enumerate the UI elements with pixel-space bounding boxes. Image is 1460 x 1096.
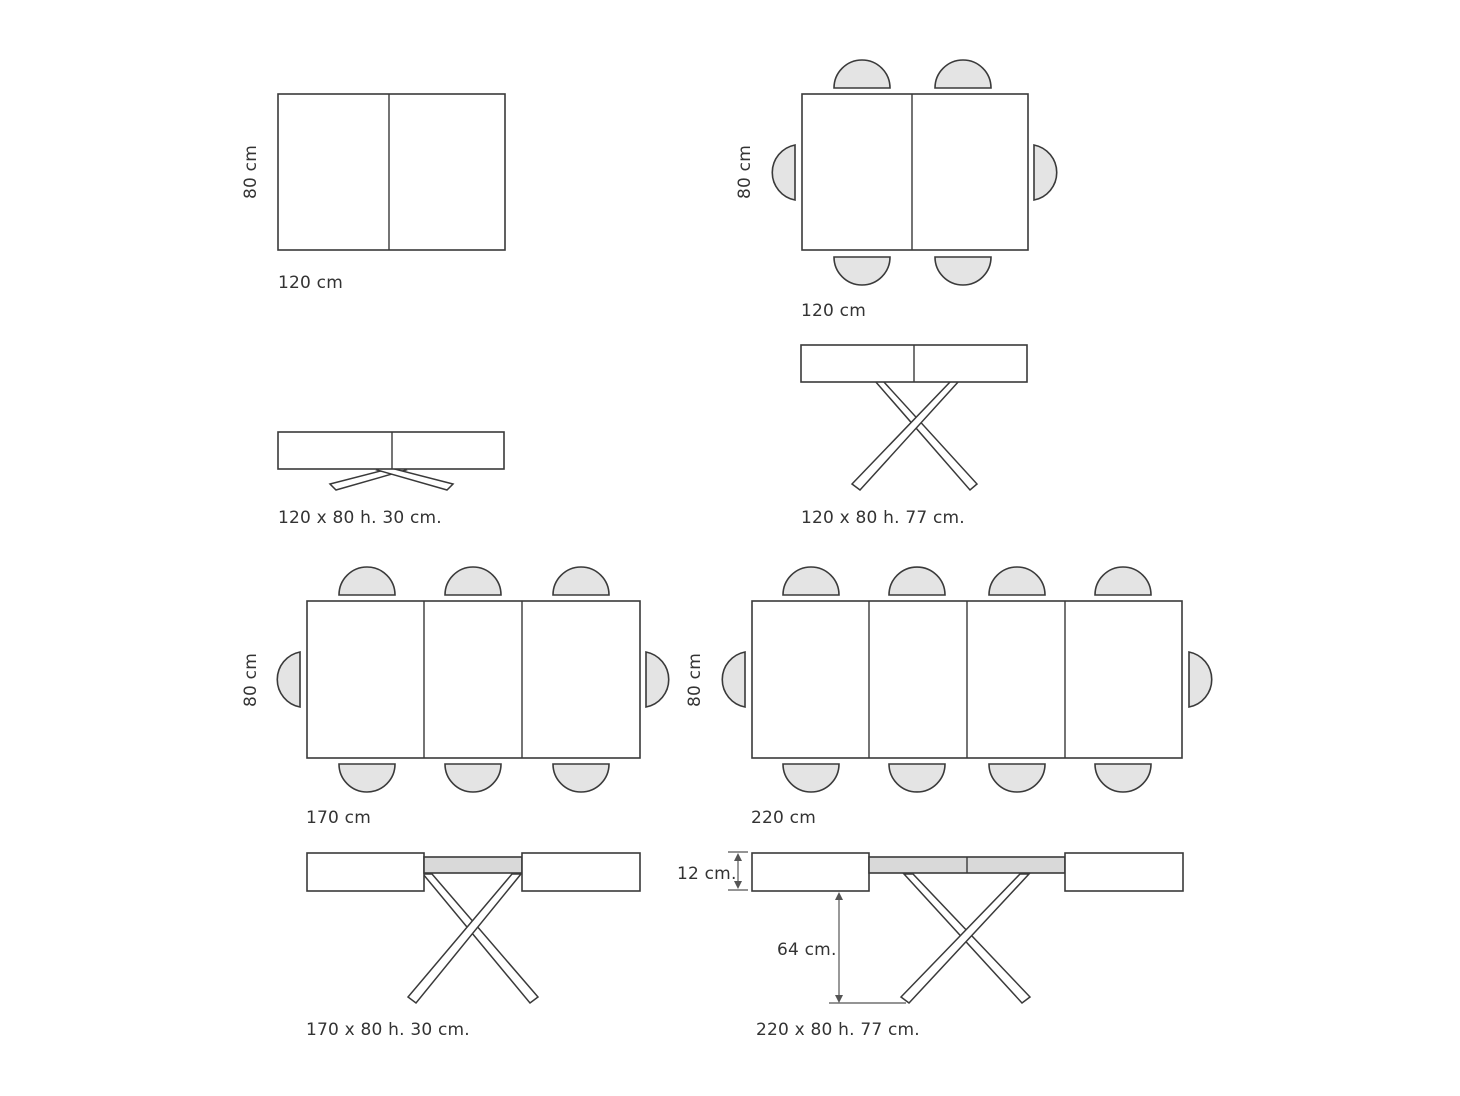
tabletop bbox=[277, 93, 506, 251]
extended-170-side-view: 170 x 80 h. 30 cm. bbox=[306, 852, 641, 1040]
chair-icon bbox=[338, 566, 396, 596]
spec-label: 120 x 80 h. 30 cm. bbox=[278, 508, 442, 528]
table-leg bbox=[375, 465, 455, 491]
table-leg bbox=[850, 380, 961, 492]
spec-label: 120 x 80 h. 77 cm. bbox=[801, 508, 965, 528]
chair-icon bbox=[833, 59, 891, 89]
tabletop-side bbox=[1064, 852, 1184, 892]
chair-icon bbox=[1033, 144, 1058, 201]
chair-icon bbox=[782, 763, 840, 793]
table-leg bbox=[421, 873, 540, 1005]
chair-icon bbox=[934, 256, 992, 286]
table-leg bbox=[873, 380, 979, 492]
closed-table-top-view: 80 cm 120 cm bbox=[241, 93, 506, 293]
chair-icon bbox=[833, 256, 891, 286]
chair-icon bbox=[338, 763, 396, 793]
arrow-up-icon bbox=[835, 892, 843, 900]
tabletop bbox=[801, 93, 1029, 251]
chair-icon bbox=[888, 763, 946, 793]
closed-table-low-side-view: 120 x 80 h. 30 cm. bbox=[277, 431, 505, 528]
chair-icon bbox=[645, 651, 670, 708]
thickness-dimension: 12 cm. bbox=[677, 851, 748, 891]
depth-label: 80 cm bbox=[241, 653, 261, 707]
tabletop-side bbox=[751, 852, 870, 892]
arrow-up-icon bbox=[734, 853, 742, 861]
table-leg bbox=[406, 873, 523, 1005]
width-label: 120 cm bbox=[801, 301, 866, 321]
chair-icon bbox=[1094, 763, 1152, 793]
chair-icon bbox=[934, 59, 992, 89]
chair-icon bbox=[988, 763, 1046, 793]
spec-label: 220 x 80 h. 77 cm. bbox=[756, 1020, 920, 1040]
width-label: 170 cm bbox=[306, 808, 371, 828]
chair-icon bbox=[1094, 566, 1152, 596]
chair-icon bbox=[552, 566, 610, 596]
arrow-down-icon bbox=[835, 995, 843, 1003]
table-leg bbox=[899, 873, 1031, 1005]
closed-table-with-chairs-top-view: 80 cm 120 cm bbox=[735, 59, 1058, 321]
width-label: 120 cm bbox=[278, 273, 343, 293]
depth-label: 80 cm bbox=[685, 653, 705, 707]
width-label: 220 cm bbox=[751, 808, 816, 828]
chair-icon bbox=[771, 144, 796, 201]
tabletop bbox=[306, 600, 641, 759]
chair-icon bbox=[444, 763, 502, 793]
dimension-label: 64 cm. bbox=[777, 940, 837, 960]
chair-icon bbox=[782, 566, 840, 596]
chair-icon bbox=[276, 651, 301, 708]
chair-icon bbox=[444, 566, 502, 596]
arrow-down-icon bbox=[734, 881, 742, 889]
chair-icon bbox=[721, 651, 746, 708]
dimension-label: 12 cm. bbox=[677, 864, 737, 884]
spec-label: 170 x 80 h. 30 cm. bbox=[306, 1020, 470, 1040]
depth-label: 80 cm bbox=[735, 145, 755, 199]
extended-220-side-view: 12 cm. 64 cm. 220 x 80 h. 77 cm. bbox=[677, 851, 1184, 1040]
leg-height-dimension: 64 cm. bbox=[777, 892, 906, 1004]
chair-icon bbox=[988, 566, 1046, 596]
extended-170-top-view: 80 cm 170 cm bbox=[241, 566, 670, 828]
depth-label: 80 cm bbox=[241, 145, 261, 199]
tabletop-side bbox=[521, 852, 641, 892]
chair-icon bbox=[552, 763, 610, 793]
tabletop-side bbox=[306, 852, 425, 892]
closed-table-high-side-view: 120 x 80 h. 77 cm. bbox=[800, 344, 1028, 528]
extension-leaf bbox=[423, 856, 523, 874]
extended-220-top-view: 80 cm 220 cm bbox=[685, 566, 1213, 828]
chair-icon bbox=[888, 566, 946, 596]
tabletop-side bbox=[277, 431, 505, 470]
chair-icon bbox=[1188, 651, 1213, 708]
